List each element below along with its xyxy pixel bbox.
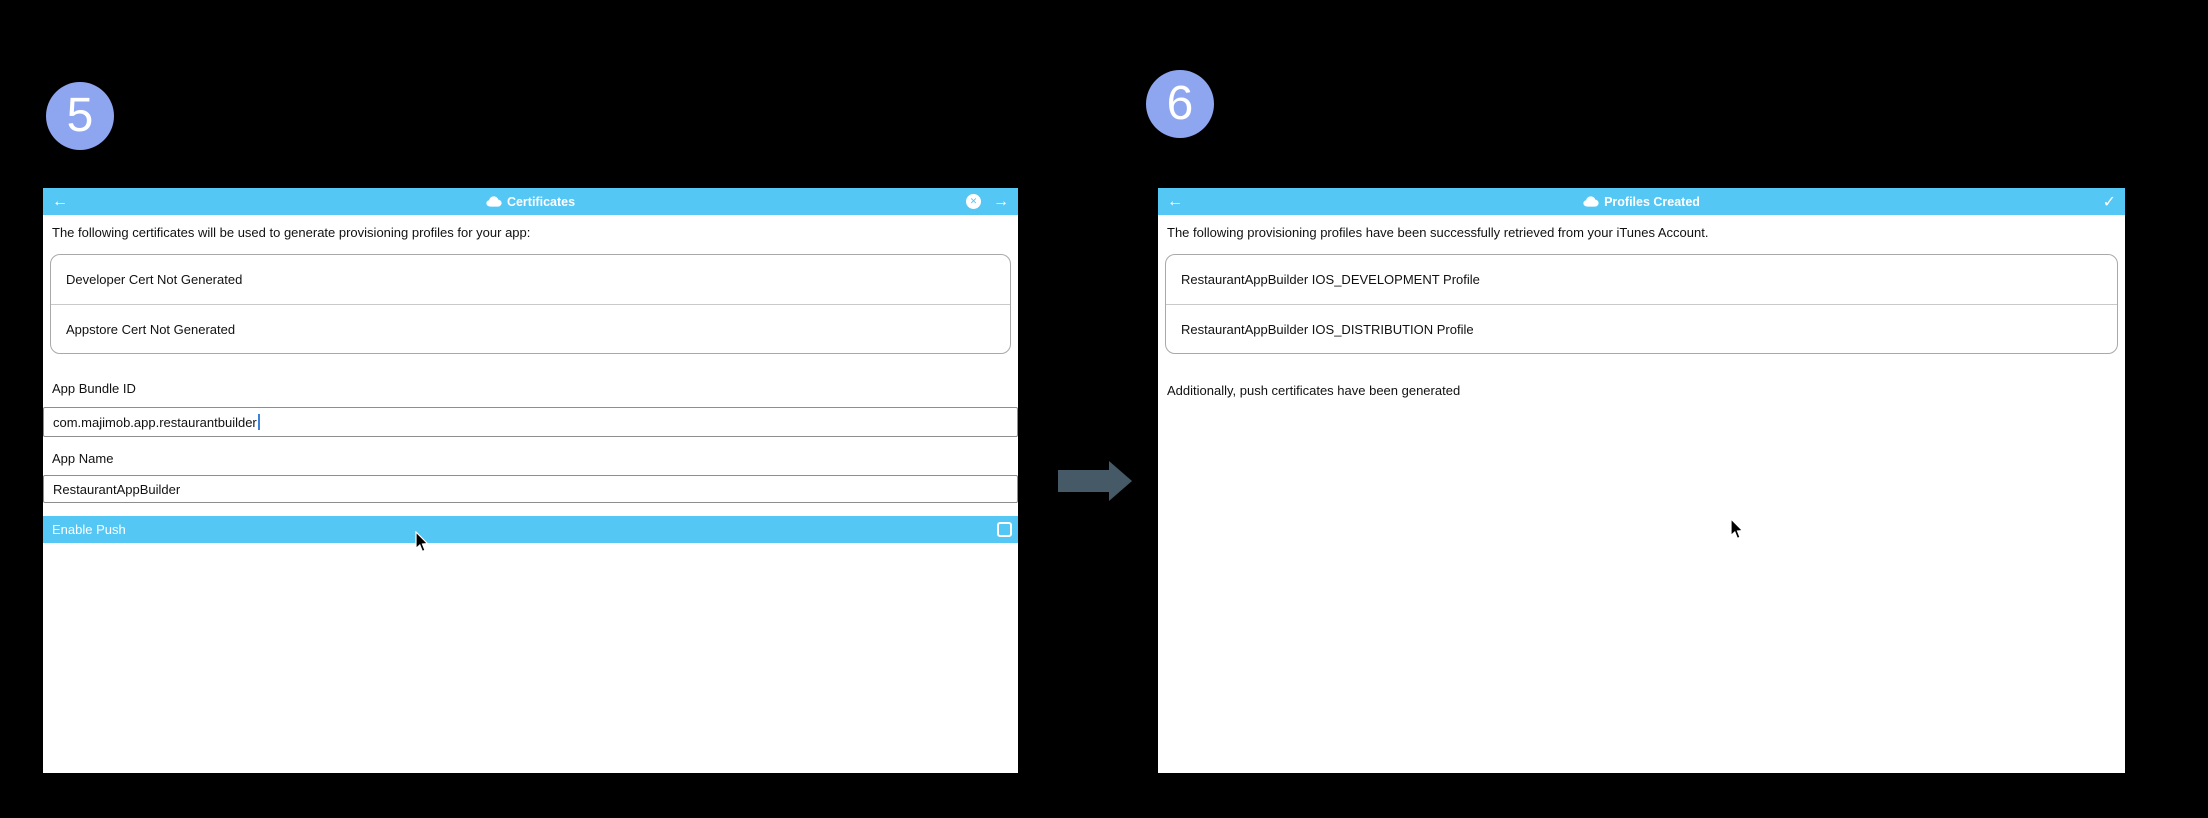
app-name-value: RestaurantAppBuilder bbox=[53, 481, 181, 497]
cloud-icon bbox=[486, 196, 502, 207]
back-arrow-icon: ← bbox=[1167, 192, 1183, 210]
back-button[interactable]: ← bbox=[1167, 188, 1183, 215]
back-button[interactable]: ← bbox=[52, 188, 68, 215]
app-name-input[interactable]: RestaurantAppBuilder bbox=[43, 475, 1018, 503]
app-bundle-id-input[interactable]: com.majimob.app.restaurantbuilder bbox=[43, 407, 1018, 437]
profiles-intro-text: The following provisioning profiles have… bbox=[1167, 225, 1709, 240]
appstore-cert-row[interactable]: Appstore Cert Not Generated bbox=[51, 304, 1010, 353]
developer-cert-row[interactable]: Developer Cert Not Generated bbox=[51, 255, 1010, 304]
arrow-shaft bbox=[1058, 470, 1109, 492]
certificates-header-actions: ✕ → bbox=[966, 188, 1009, 215]
forward-arrow-icon: → bbox=[993, 192, 1009, 210]
confirm-button[interactable]: ✓ bbox=[2103, 192, 2116, 212]
distribution-profile-label: RestaurantAppBuilder IOS_DISTRIBUTION Pr… bbox=[1181, 322, 1474, 337]
profiles-title-group: Profiles Created bbox=[1158, 188, 2125, 215]
cloud-icon bbox=[1583, 196, 1599, 207]
certificates-panel-title: Certificates bbox=[506, 194, 576, 209]
enable-push-row[interactable]: Enable Push bbox=[43, 516, 1018, 543]
app-name-label: App Name bbox=[52, 451, 114, 466]
profiles-header-actions: ✓ bbox=[2103, 188, 2116, 215]
distribution-profile-row[interactable]: RestaurantAppBuilder IOS_DISTRIBUTION Pr… bbox=[1166, 304, 2117, 353]
certificates-intro-text: The following certificates will be used … bbox=[52, 225, 531, 240]
profiles-created-panel: ← Profiles Created ✓ The following provi… bbox=[1158, 188, 2125, 773]
back-arrow-icon: ← bbox=[52, 192, 68, 210]
certificates-list: Developer Cert Not Generated Appstore Ce… bbox=[50, 254, 1011, 354]
forward-button[interactable]: → bbox=[993, 193, 1009, 211]
appstore-cert-label: Appstore Cert Not Generated bbox=[66, 322, 236, 337]
profiles-panel-title: Profiles Created bbox=[1604, 194, 1700, 209]
step-5-badge: 5 bbox=[46, 82, 114, 150]
development-profile-row[interactable]: RestaurantAppBuilder IOS_DEVELOPMENT Pro… bbox=[1166, 255, 2117, 304]
developer-cert-label: Developer Cert Not Generated bbox=[66, 272, 243, 287]
close-icon: ✕ bbox=[969, 196, 978, 206]
profiles-header-bar: ← Profiles Created ✓ bbox=[1158, 188, 2125, 215]
certificates-title-group: Certificates bbox=[43, 188, 1018, 215]
arrow-head bbox=[1109, 461, 1132, 501]
step-6-badge: 6 bbox=[1146, 70, 1214, 138]
profiles-list: RestaurantAppBuilder IOS_DEVELOPMENT Pro… bbox=[1165, 254, 2118, 354]
push-certificates-note: Additionally, push certificates have bee… bbox=[1167, 383, 1461, 398]
step-6-number: 6 bbox=[1166, 77, 1194, 130]
app-bundle-id-value: com.majimob.app.restaurantbuilder bbox=[53, 414, 257, 430]
text-caret bbox=[257, 414, 260, 430]
certificates-panel: ← Certificates ✕ → The following certifi… bbox=[43, 188, 1018, 773]
enable-push-label: Enable Push bbox=[52, 522, 126, 537]
check-icon: ✓ bbox=[2102, 193, 2116, 211]
certificates-header-bar: ← Certificates ✕ → bbox=[43, 188, 1018, 215]
app-bundle-id-label: App Bundle ID bbox=[52, 381, 136, 396]
step-5-number: 5 bbox=[66, 89, 94, 142]
development-profile-label: RestaurantAppBuilder IOS_DEVELOPMENT Pro… bbox=[1181, 272, 1480, 287]
enable-push-checkbox[interactable] bbox=[997, 522, 1012, 537]
close-button[interactable]: ✕ bbox=[966, 194, 981, 209]
step-connector-arrow bbox=[1058, 461, 1132, 501]
